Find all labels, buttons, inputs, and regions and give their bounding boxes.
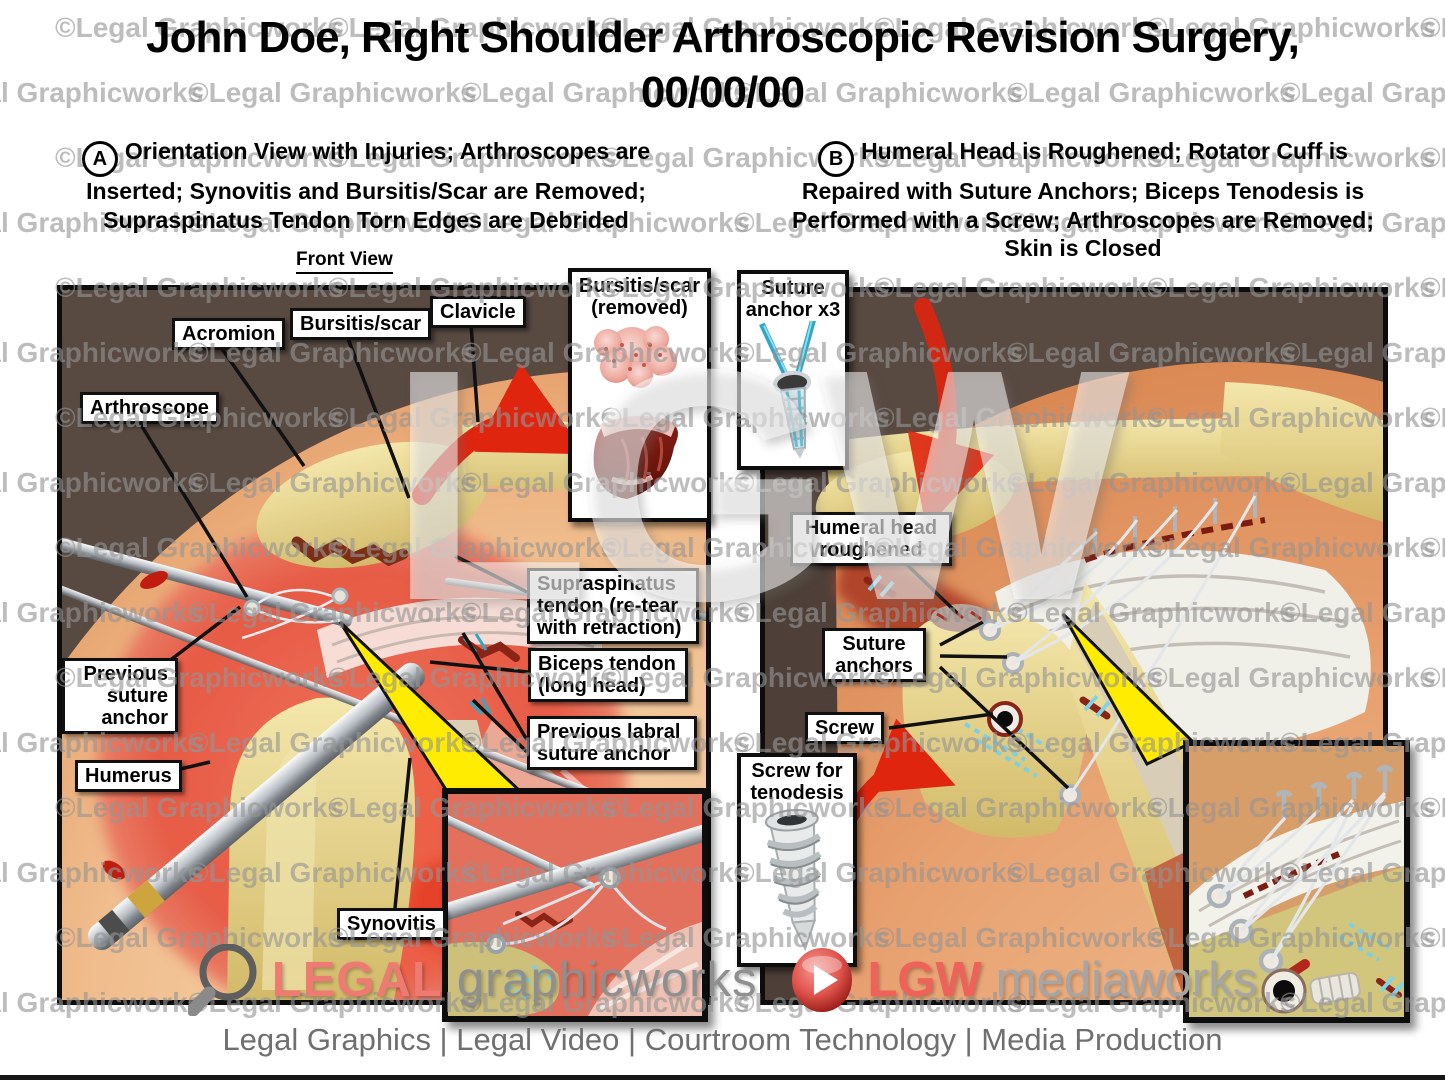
footer-brand-row: LEGAL graphicworks LGW mediaworks	[0, 944, 1445, 1016]
panel-b-letter-badge: B	[818, 141, 855, 178]
label-humerus: Humerus	[75, 760, 182, 792]
front-view-label: Front View	[296, 249, 393, 274]
removed-bursa-tissue	[594, 326, 677, 389]
watermark-tile: ©Legal Graphicworks	[1420, 272, 1445, 303]
label-previous-suture-anchor: Previous suture anchor	[62, 658, 178, 734]
panel-a-closeup-art	[448, 794, 702, 1016]
play-icon	[791, 948, 852, 1012]
brand-graphicworks: graphicworks	[456, 953, 758, 1007]
panel-a-letter-badge: A	[81, 141, 118, 178]
panel-b-closeup-art	[1189, 746, 1404, 1017]
label-supraspinatus-tendon: Supraspinatus tendon (re-tear with retra…	[527, 568, 699, 644]
inset-suture-anchor-art	[759, 317, 817, 459]
inset-bursitis-removed: Bursitis/scar (removed)	[568, 268, 711, 522]
brand-legal: LEGAL	[271, 953, 443, 1007]
label-screw: Screw	[805, 712, 884, 744]
watermark-tile: ©Legal Graphicworks	[1420, 792, 1445, 823]
inset-screw-tenodesis-title: Screw for tenodesis	[750, 760, 844, 804]
inset-suture-anchor: Suture anchor x3	[737, 270, 849, 470]
watermark-tile: ©Legal Graphicworks	[1420, 662, 1445, 693]
label-previous-labral-anchor: Previous labral suture anchor	[527, 716, 697, 770]
panel-b-heading-text: Humeral Head is Roughened; Rotator Cuff …	[792, 138, 1374, 262]
watermark-tile: ©Legal Graphicworks	[1420, 532, 1445, 563]
footer-tagline: Legal Graphics | Legal Video | Courtroom…	[222, 1022, 1223, 1057]
label-clavicle: Clavicle	[430, 296, 526, 328]
label-synovitis: Synovitis	[337, 908, 446, 940]
watermark-tile: ©Legal Graphicworks	[1420, 402, 1445, 433]
debrided-tendon-edge	[593, 415, 678, 500]
panel-a-heading-text: Orientation View with Injuries; Arthrosc…	[86, 138, 651, 233]
inset-screw-tenodesis-art	[764, 809, 822, 952]
label-acromion: Acromion	[172, 318, 286, 350]
panel-a-closeup	[442, 788, 708, 1022]
watermark-tile: ©Legal Graphicworks	[1420, 142, 1445, 173]
inset-screw-tenodesis: Screw for tenodesis	[737, 753, 857, 967]
brand-mediaworks: mediaworks	[995, 953, 1258, 1007]
page-title-line1: John Doe, Right Shoulder Arthroscopic Re…	[146, 13, 1300, 62]
label-humeral-head-roughened: Humeral head roughened	[790, 512, 952, 566]
page-title: John Doe, Right Shoulder Arthroscopic Re…	[0, 10, 1445, 120]
brand-lgw: LGW	[867, 953, 982, 1007]
label-arthroscope: Arthroscope	[80, 392, 219, 424]
panel-b-closeup	[1183, 740, 1410, 1023]
bottom-rule	[0, 1075, 1445, 1080]
label-biceps-tendon: Biceps tendon (long head)	[528, 648, 688, 702]
inset-suture-anchor-title: Suture anchor x3	[745, 277, 841, 321]
inset-bursitis-removed-art	[593, 326, 678, 500]
page-title-date: 00/00/00	[640, 68, 805, 117]
label-suture-anchors: Suture anchors	[822, 628, 926, 682]
label-bursitis-scar: Bursitis/scar	[290, 308, 432, 340]
magnifier-icon	[187, 944, 257, 1016]
inset-bursitis-removed-title: Bursitis/scar (removed)	[578, 275, 701, 319]
